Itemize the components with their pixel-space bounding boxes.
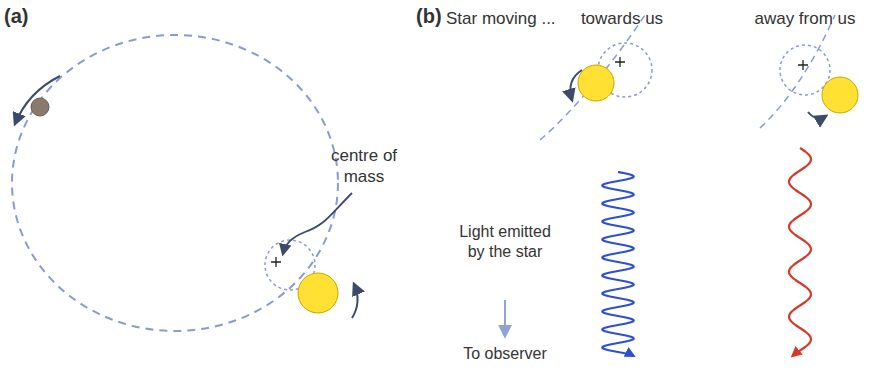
planet-orbit (760, 15, 835, 128)
light-waves (602, 148, 811, 356)
motion-arrow (15, 76, 60, 124)
leader-line (283, 193, 352, 254)
redshift-wave (789, 148, 811, 356)
star (298, 273, 338, 313)
panel-label: (a) (4, 4, 28, 29)
centre-mark (271, 257, 281, 267)
panel-label: (b) (416, 4, 442, 29)
motion-arrow (808, 112, 826, 118)
planet (31, 98, 49, 116)
star (578, 65, 614, 101)
motion-arrow (352, 284, 358, 318)
heading-label: away from us (745, 8, 865, 29)
blueshift-wave (602, 172, 633, 356)
motion-arrow (570, 70, 582, 100)
heading-label: Star moving ... (446, 8, 556, 29)
planet-orbit (12, 35, 338, 331)
callout-label: centre of mass (316, 145, 412, 188)
star (822, 77, 858, 113)
note-label: To observer (440, 344, 570, 364)
star-orbit (780, 45, 830, 95)
centre-mark (798, 60, 808, 70)
direction-arrow (504, 300, 506, 336)
planet-orbit (540, 15, 645, 140)
note-label: Light emitted by the star (453, 222, 557, 262)
heading-label: towards us (567, 8, 677, 29)
centre-mark (615, 57, 625, 67)
